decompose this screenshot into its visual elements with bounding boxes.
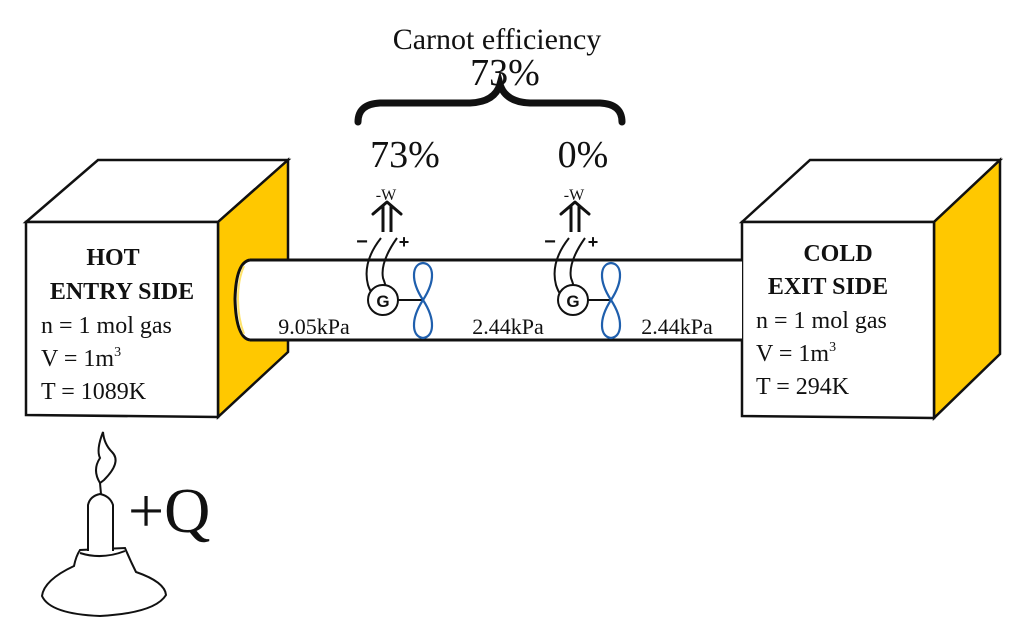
hot-box-amount: n = 1 mol gas [41,313,172,339]
grouping-brace [354,70,626,126]
hot-box-title-line1: HOT [86,245,139,271]
cold-reservoir-box [738,157,1004,421]
work-output-arrow-icon [559,200,591,232]
stage-1-efficiency: 73% [370,134,440,176]
stage-2-turbine: -W − + G [544,187,622,340]
flame-icon [95,431,117,485]
pressure-outlet: 2.44kPa [641,314,713,339]
hot-box-temperature: T = 1089K [41,379,147,405]
hot-box-volume-base: V = 1m [41,346,114,372]
cold-box-volume: V = 1m3 [756,340,836,367]
pressure-middle: 2.44kPa [472,314,544,339]
work-output-arrow-icon [371,200,403,232]
stage-2-minus-terminal: − [544,231,556,253]
cold-box-volume-base: V = 1m [756,341,829,367]
pipe-body [250,261,742,339]
hot-box-volume: V = 1m3 [41,345,121,372]
stage-1-work-label: -W [376,187,397,204]
cold-box-temperature: T = 294K [756,374,850,400]
stage-2-plus-terminal: + [588,232,599,252]
cold-box-front-face [740,220,936,420]
cold-box-title-line2: EXIT SIDE [768,274,888,300]
pipe [233,258,743,342]
cold-box-title-line1: COLD [803,241,872,267]
hot-box-volume-exponent: 3 [114,345,121,360]
pressure-inlet: 9.05kPa [278,314,350,339]
hot-box-front-face [24,220,220,419]
stage-1-minus-terminal: − [356,231,368,253]
stage-1-generator-label: G [376,292,389,311]
title-label: Carnot efficiency [393,23,602,56]
hot-box-title-line2: ENTRY SIDE [50,279,194,305]
cold-box-amount: n = 1 mol gas [756,308,887,334]
stage-2-work-label: -W [564,187,585,204]
burner-tube [87,492,114,551]
stage-2-propeller-icon [600,261,622,340]
bunsen-burner-icon [40,431,168,618]
stage-1-turbine: -W − + G [356,187,434,340]
stage-2-generator-label: G [566,292,579,311]
stage-1-propeller-icon [412,261,434,340]
title-value: 73% [470,52,540,94]
stage-2-efficiency: 0% [558,134,609,176]
heat-input-label: +Q [128,475,210,546]
cold-box-volume-exponent: 3 [829,340,836,355]
burner-base [40,546,168,618]
stage-1-plus-terminal: + [399,232,410,252]
